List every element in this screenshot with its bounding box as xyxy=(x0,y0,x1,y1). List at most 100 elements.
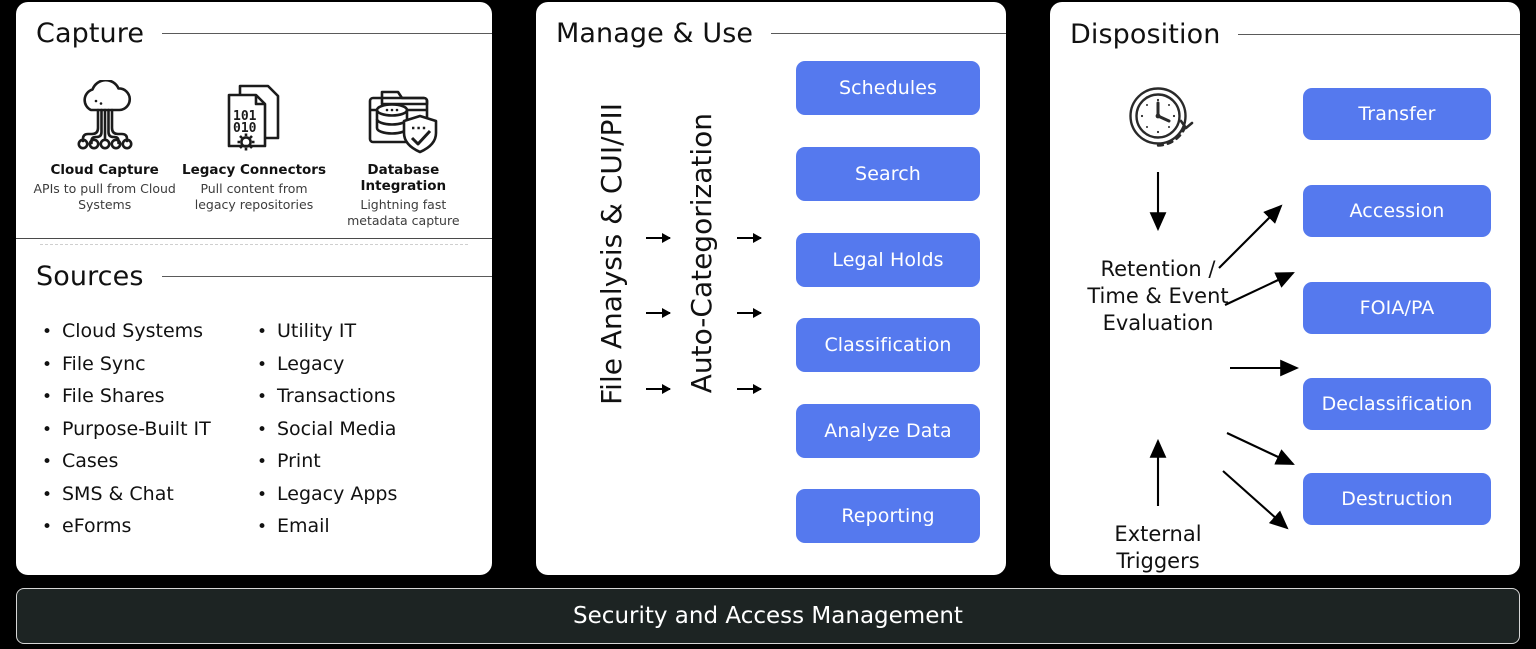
capture-title: Capture xyxy=(36,17,145,49)
disposition-title: Disposition xyxy=(1070,18,1221,50)
source-label: Legacy Apps xyxy=(277,482,398,505)
retention-evaluation-label: Retention / Time & Event Evaluation xyxy=(1087,257,1229,335)
bullet-icon: • xyxy=(42,517,53,537)
disposition-button-accession[interactable]: Accession xyxy=(1303,185,1491,237)
button-label: Classification xyxy=(824,334,952,356)
manage-title-rule xyxy=(771,32,1006,34)
manage-button-reporting[interactable]: Reporting xyxy=(796,489,980,543)
cloud-capture-icon xyxy=(30,78,179,156)
list-item[interactable]: • Transactions xyxy=(257,385,472,407)
list-item[interactable]: • Legacy Apps xyxy=(257,483,472,505)
list-item[interactable]: •SMS & Chat xyxy=(42,483,257,505)
disposition-button-foia-pa[interactable]: FOIA/PA xyxy=(1303,282,1491,334)
manage-button-classification[interactable]: Classification xyxy=(796,318,980,372)
sources-column-left: •Cloud Systems •File Sync •File Shares •… xyxy=(42,320,257,548)
list-item[interactable]: • File Sync xyxy=(42,353,257,375)
disposition-button-declassification[interactable]: Declassification xyxy=(1303,378,1491,430)
bullet-icon: • xyxy=(257,354,268,375)
stage-auto-categorization-label: Auto-Categorization xyxy=(684,112,718,394)
source-label: eForms xyxy=(62,515,132,537)
source-label: Social Media xyxy=(277,417,397,440)
disposition-header: Disposition xyxy=(1050,2,1520,66)
capture-title-rule xyxy=(162,32,492,34)
bullet-icon: • xyxy=(257,517,268,537)
bullet-icon: • xyxy=(257,419,268,440)
list-item[interactable]: • Legacy xyxy=(257,353,472,375)
database-integration-icon xyxy=(329,78,478,156)
source-label: Legacy xyxy=(277,352,345,375)
capture-item-legacy-connectors[interactable]: 101 010 Legacy Connectors Pull content f… xyxy=(179,78,328,212)
security-and-access-management-bar: Security and Access Management xyxy=(16,588,1520,644)
source-label: Purpose-Built IT xyxy=(62,417,211,440)
source-label: Utility IT xyxy=(277,320,357,342)
stage-file-analysis: File Analysis & CUI/PII xyxy=(588,76,634,431)
external-triggers-label: External Triggers xyxy=(1114,522,1202,573)
disposition-button-destruction[interactable]: Destruction xyxy=(1303,473,1491,525)
source-label: File Sync xyxy=(62,352,146,375)
bullet-icon: • xyxy=(257,387,268,407)
svg-text:010: 010 xyxy=(233,121,257,136)
button-label: Reporting xyxy=(841,505,935,527)
source-label: Transactions xyxy=(277,385,396,407)
list-item[interactable]: •Cloud Systems xyxy=(42,320,257,342)
list-item[interactable]: • Social Media xyxy=(257,418,472,440)
button-label: Declassification xyxy=(1321,393,1473,415)
bullet-icon: • xyxy=(257,484,268,505)
button-label: Legal Holds xyxy=(832,249,944,271)
retention-clock-icon xyxy=(1118,80,1200,158)
flow-arrow xyxy=(737,312,761,314)
button-label: Accession xyxy=(1349,200,1445,222)
button-label: Analyze Data xyxy=(824,420,952,442)
list-item[interactable]: • Utility IT xyxy=(257,320,472,342)
sources-lists: •Cloud Systems •File Sync •File Shares •… xyxy=(16,306,492,548)
button-label: Destruction xyxy=(1341,488,1453,510)
bullet-icon: • xyxy=(42,452,53,472)
sources-title: Sources xyxy=(36,260,144,292)
manage-title: Manage & Use xyxy=(556,17,754,49)
source-label: Email xyxy=(277,515,330,537)
capture-item-database-integration[interactable]: Database Integration Lightning fast meta… xyxy=(329,78,478,228)
manage-button-search[interactable]: Search xyxy=(796,147,980,201)
capture-dotted-divider xyxy=(40,244,468,246)
manage-button-schedules[interactable]: Schedules xyxy=(796,61,980,115)
flow-arrow xyxy=(646,312,670,314)
capture-item-title: Legacy Connectors xyxy=(181,162,326,178)
source-label: Cases xyxy=(62,450,119,472)
list-item[interactable]: • Purpose-Built IT xyxy=(42,418,257,440)
bullet-icon: • xyxy=(42,354,53,375)
flow-arrow xyxy=(646,237,670,239)
button-label: Search xyxy=(855,163,921,185)
button-label: FOIA/PA xyxy=(1359,297,1435,319)
list-item[interactable]: •File Shares xyxy=(42,385,257,407)
list-item[interactable]: • Cases xyxy=(42,450,257,472)
capture-item-subtitle: APIs to pull from Cloud Systems xyxy=(33,181,176,212)
list-item[interactable]: •Print xyxy=(257,450,472,472)
sources-section: Sources •Cloud Systems •File Sync •File … xyxy=(16,246,492,548)
list-item[interactable]: • eForms xyxy=(42,515,257,537)
disposition-button-transfer[interactable]: Transfer xyxy=(1303,88,1491,140)
list-item[interactable]: • Email xyxy=(257,515,472,537)
capture-item-cloud-capture[interactable]: Cloud Capture APIs to pull from Cloud Sy… xyxy=(30,78,179,212)
flow-arrow xyxy=(737,388,761,390)
disposition-panel: Disposition xyxy=(1050,2,1520,575)
capture-sources-divider xyxy=(16,238,492,239)
flow-arrow xyxy=(646,388,670,390)
bullet-icon: • xyxy=(42,387,53,407)
svg-text:101: 101 xyxy=(233,109,257,124)
manage-button-analyze-data[interactable]: Analyze Data xyxy=(796,404,980,458)
source-label: Cloud Systems xyxy=(62,320,204,342)
bullet-icon: • xyxy=(42,419,53,440)
manage-and-use-panel: Manage & Use File Analysis & CUI/PII Aut… xyxy=(536,2,1006,575)
capture-header: Capture xyxy=(16,2,492,64)
legacy-connectors-icon: 101 010 xyxy=(179,78,328,156)
capture-item-title: Cloud Capture xyxy=(50,162,159,178)
stage-file-analysis-label: File Analysis & CUI/PII xyxy=(594,102,628,405)
bullet-icon: • xyxy=(257,452,268,472)
sources-header: Sources xyxy=(16,246,492,306)
manage-header: Manage & Use xyxy=(536,2,1006,64)
bullet-icon: • xyxy=(257,322,268,342)
capture-item-subtitle: Lightning fast metadata capture xyxy=(347,197,460,228)
flow-arrow xyxy=(737,237,761,239)
manage-button-legal-holds[interactable]: Legal Holds xyxy=(796,233,980,287)
